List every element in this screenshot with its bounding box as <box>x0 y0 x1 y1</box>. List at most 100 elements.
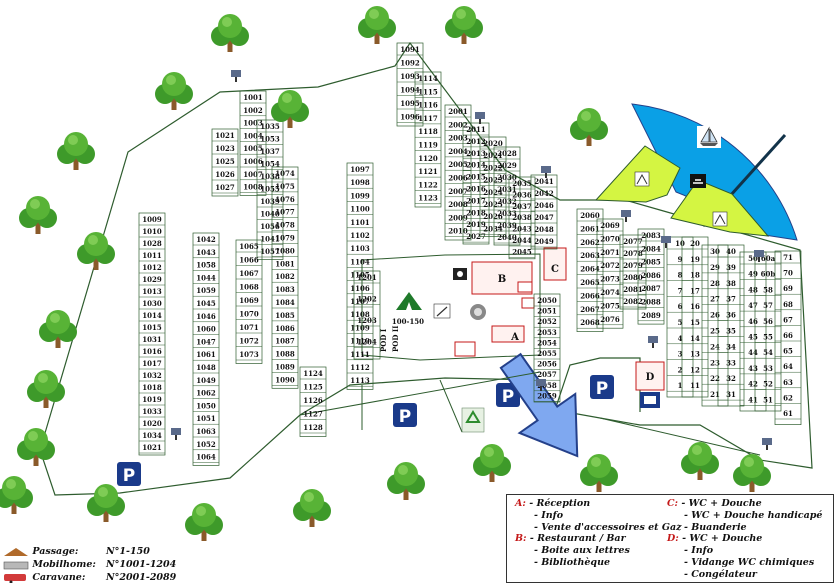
pitch-number[interactable]: 1202 <box>357 295 377 304</box>
pitch-number[interactable]: 1030 <box>142 299 162 308</box>
pitch-number[interactable]: 1111 <box>350 350 370 359</box>
pitch-number[interactable]: 1052 <box>196 440 216 449</box>
pitch-number[interactable]: 1108 <box>350 310 370 319</box>
pitch-number[interactable]: 40 <box>726 247 736 256</box>
pitch-number[interactable]: 1067 <box>239 269 259 278</box>
pitch-number[interactable]: 56 <box>763 317 773 326</box>
pitch-number[interactable]: 1013 <box>142 287 162 296</box>
pitch-number[interactable]: 1086 <box>275 324 295 333</box>
pitch-number[interactable]: 1021 <box>142 443 162 452</box>
pitch-number[interactable]: 1011 <box>142 251 162 260</box>
pitch-number[interactable]: 1098 <box>350 178 370 187</box>
pitch-number[interactable]: 2028 <box>497 149 517 158</box>
pitch-number[interactable]: 10 <box>675 239 685 248</box>
pitch-number[interactable]: 2066 <box>580 291 600 300</box>
pitch-number[interactable]: 2045 <box>512 247 532 256</box>
pitch-number[interactable]: 2075 <box>600 301 620 310</box>
pitch-number[interactable]: 70 <box>783 269 793 278</box>
pitch-number[interactable]: 1126 <box>303 396 323 405</box>
pitch-number[interactable]: 2053 <box>537 328 557 337</box>
pitch-number[interactable]: 2013 <box>466 149 486 158</box>
pitch-number[interactable]: 48 <box>748 285 758 294</box>
pitch-number[interactable]: 55 <box>763 333 773 342</box>
pitch-number[interactable]: 16 <box>690 302 700 311</box>
pitch-number[interactable]: 34 <box>726 342 736 351</box>
pitch-number[interactable]: 2051 <box>537 307 557 316</box>
pitch-number[interactable]: 6 <box>678 302 683 311</box>
pitch-number[interactable]: 1114 <box>418 74 438 83</box>
pitch-number[interactable]: 2062 <box>580 238 600 247</box>
pitch-number[interactable]: 2056 <box>537 360 557 369</box>
pitch-number[interactable]: 2043 <box>512 225 532 234</box>
pitch-number[interactable]: 1083 <box>275 285 295 294</box>
pitch-number[interactable]: 25 <box>710 327 720 336</box>
pitch-number[interactable]: 50 <box>748 254 758 263</box>
pitch-number[interactable]: 2063 <box>580 251 600 260</box>
pitch-number[interactable]: 42 <box>748 380 758 389</box>
pitch-number[interactable]: 2074 <box>600 288 620 297</box>
parking-icon[interactable]: P <box>117 462 141 486</box>
pitch-number[interactable]: 3 <box>678 350 683 359</box>
pitch-number[interactable]: 2010 <box>448 227 468 236</box>
pitch-number[interactable]: 30 <box>710 247 720 256</box>
pitch-number[interactable]: 1203 <box>357 316 377 325</box>
pitch-number[interactable]: 1117 <box>418 114 438 123</box>
pitch-number[interactable]: 63 <box>783 378 793 387</box>
pitch-number[interactable]: 1080 <box>275 246 295 255</box>
pitch-number[interactable]: 2064 <box>580 265 600 274</box>
pitch-number[interactable]: 2018 <box>466 208 486 217</box>
pitch-number[interactable]: 1050 <box>196 401 216 410</box>
pitch-number[interactable]: 1026 <box>215 170 235 179</box>
pitch-number[interactable]: 2008 <box>448 200 468 209</box>
pitch-number[interactable]: 20 <box>690 239 700 248</box>
pitch-number[interactable]: 1023 <box>215 144 235 153</box>
pitch-number[interactable]: 1061 <box>196 350 216 359</box>
parking-icon[interactable]: P <box>393 403 417 427</box>
pitch-number[interactable]: 1040 <box>260 210 280 219</box>
pitch-number[interactable]: 1110 <box>350 337 370 346</box>
pitch-number[interactable]: 1010 <box>142 227 162 236</box>
pitch-number[interactable]: 2076 <box>600 315 620 324</box>
pitch-number[interactable]: 2081 <box>623 285 643 294</box>
pitch-number[interactable]: 1071 <box>239 323 259 332</box>
pitch-number[interactable]: 2016 <box>466 185 486 194</box>
pitch-number[interactable]: 2084 <box>641 244 661 253</box>
pitch-number[interactable]: 1005 <box>243 144 263 153</box>
pitch-number[interactable]: 2026 <box>483 212 503 221</box>
pitch-number[interactable]: 39 <box>726 263 736 272</box>
pitch-number[interactable]: 58 <box>763 285 773 294</box>
pitch-number[interactable]: 53 <box>763 364 773 373</box>
pitch-number[interactable]: 2001 <box>448 107 468 116</box>
pitch-number[interactable]: 1092 <box>400 59 420 68</box>
pitch-number[interactable]: 2057 <box>537 370 557 379</box>
pitch-number[interactable]: 2080 <box>623 273 643 282</box>
pitch-number[interactable]: 1115 <box>418 87 438 96</box>
pitch-number[interactable]: 1056 <box>260 222 280 231</box>
pitch-number[interactable]: 43 <box>748 364 758 373</box>
pitch-number[interactable]: 2072 <box>600 261 620 270</box>
pitch-number[interactable]: 13 <box>690 350 700 359</box>
pitch-number[interactable]: 2021 <box>483 151 503 160</box>
pitch-number[interactable]: 5 <box>678 318 683 327</box>
pitch-number[interactable]: 2083 <box>641 231 661 240</box>
pitch-number[interactable]: 1122 <box>418 180 438 189</box>
pitch-number[interactable]: 2029 <box>497 161 517 170</box>
pitch-number[interactable]: 64 <box>783 362 793 371</box>
pitch-number[interactable]: 22 <box>710 374 720 383</box>
pitch-number[interactable]: 1058 <box>196 261 216 270</box>
pitch-number[interactable]: 1037 <box>260 147 280 156</box>
pitch-number[interactable]: 32 <box>726 374 736 383</box>
pitch-number[interactable]: 1089 <box>275 363 295 372</box>
pitch-number[interactable]: 2023 <box>483 176 503 185</box>
pitch-number[interactable]: 1017 <box>142 359 162 368</box>
pitch-number[interactable]: 1123 <box>418 194 438 203</box>
pitch-number[interactable]: 2031 <box>497 185 517 194</box>
pitch-number[interactable]: 2087 <box>641 284 661 293</box>
pitch-number[interactable]: 2006 <box>448 174 468 183</box>
pitch-number[interactable]: 51 <box>763 395 773 404</box>
pitch-number[interactable]: 1103 <box>350 244 370 253</box>
pitch-number[interactable]: 1077 <box>275 208 295 217</box>
pitch-number[interactable]: 1016 <box>142 347 162 356</box>
pitch-number[interactable]: 1066 <box>239 256 259 265</box>
pitch-number[interactable]: 9 <box>678 255 683 264</box>
